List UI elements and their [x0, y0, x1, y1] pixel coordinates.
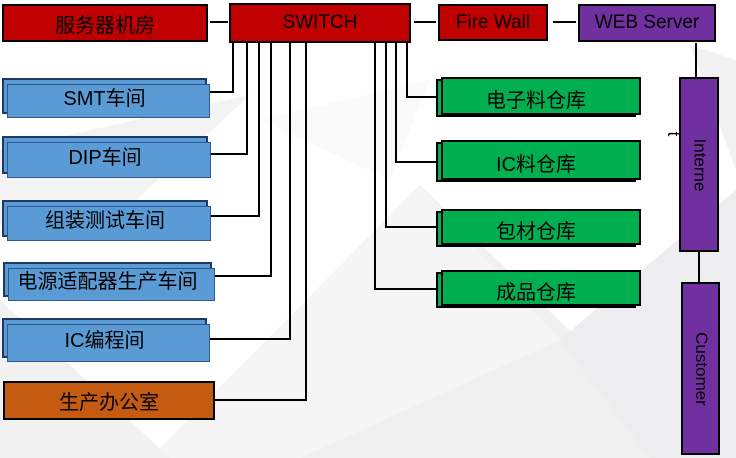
node-ic-material-warehouse: IC料仓库: [436, 140, 641, 182]
node-power-adapter-workshop-label: 电源适配器生产车间: [17, 271, 198, 293]
node-firewall: Fire Wall: [438, 4, 548, 41]
node-server-room-label: 服务器机房: [55, 14, 155, 37]
node-web-server-label: WEB Server: [594, 12, 700, 33]
link-switch-icwh-h: [395, 161, 436, 163]
node-internet: Interne: [679, 77, 719, 252]
node-production-office: 生产办公室: [3, 381, 215, 420]
link-switch-firewall: [414, 21, 436, 23]
link-switch-dip-h: [208, 153, 248, 155]
node-switch: SWITCH: [229, 3, 411, 43]
node-packaging-material-warehouse: 包材仓库: [436, 209, 641, 247]
node-ic-material-warehouse-label: IC料仓库: [496, 153, 576, 176]
node-production-office-label: 生产办公室: [59, 392, 159, 414]
node-smt-workshop: SMT车间: [2, 78, 210, 118]
link-switch-power-v: [270, 43, 272, 277]
link-switch-dip-v: [246, 43, 248, 155]
node-power-adapter-workshop: 电源适配器生产车间: [3, 262, 215, 301]
link-switch-fgwh-h: [374, 288, 436, 290]
node-switch-label: SWITCH: [282, 12, 358, 33]
node-dip-workshop: DIP车间: [2, 136, 211, 178]
link-serverroom-switch: [210, 21, 228, 23]
link-switch-assembly-v: [258, 43, 260, 217]
link-switch-fgwh-v: [374, 43, 376, 290]
link-switch-assembly-h: [208, 215, 260, 217]
link-switch-smt-h: [207, 91, 234, 93]
node-internet-label: Interne: [690, 138, 709, 191]
node-internet-overflow-char: t: [664, 131, 683, 137]
node-server-room: 服务器机房: [2, 4, 208, 42]
link-switch-ewh-v: [406, 43, 408, 98]
link-switch-icprog-v: [289, 43, 291, 340]
node-packaging-material-warehouse-label: 包材仓库: [496, 220, 576, 243]
link-switch-power-h: [212, 275, 272, 277]
link-switch-ewh-h: [406, 96, 436, 98]
link-switch-office-h: [215, 399, 307, 401]
node-firewall-label: Fire Wall: [455, 11, 531, 33]
node-finished-goods-warehouse: 成品仓库: [436, 270, 641, 308]
link-internet-customer: [698, 252, 700, 282]
node-finished-goods-warehouse-label: 成品仓库: [496, 281, 576, 304]
node-assembly-test-workshop: 组装测试车间: [2, 200, 211, 241]
link-firewall-webserver: [553, 21, 576, 23]
node-ic-programming-room-label: IC编程间: [64, 329, 145, 352]
node-dip-workshop-label: DIP车间: [68, 146, 142, 169]
node-web-server: WEB Server: [578, 4, 716, 42]
link-switch-office-v: [305, 43, 307, 401]
link-switch-pkwh-h: [385, 226, 436, 228]
node-ic-programming-room: IC编程间: [2, 318, 210, 362]
link-webserver-internet: [695, 43, 697, 77]
link-switch-pkwh-v: [385, 43, 387, 228]
node-customer: Customer: [681, 282, 720, 455]
node-electronic-material-warehouse: 电子料仓库: [436, 77, 641, 117]
link-switch-smt-v: [232, 43, 234, 93]
node-customer-label: Customer: [691, 331, 711, 406]
node-smt-workshop-label: SMT车间: [63, 87, 146, 110]
node-assembly-test-workshop-label: 组装测试车间: [45, 210, 165, 232]
node-electronic-material-warehouse-label: 电子料仓库: [486, 89, 586, 112]
link-switch-icwh-v: [395, 43, 397, 163]
link-switch-icprog-h: [207, 338, 291, 340]
